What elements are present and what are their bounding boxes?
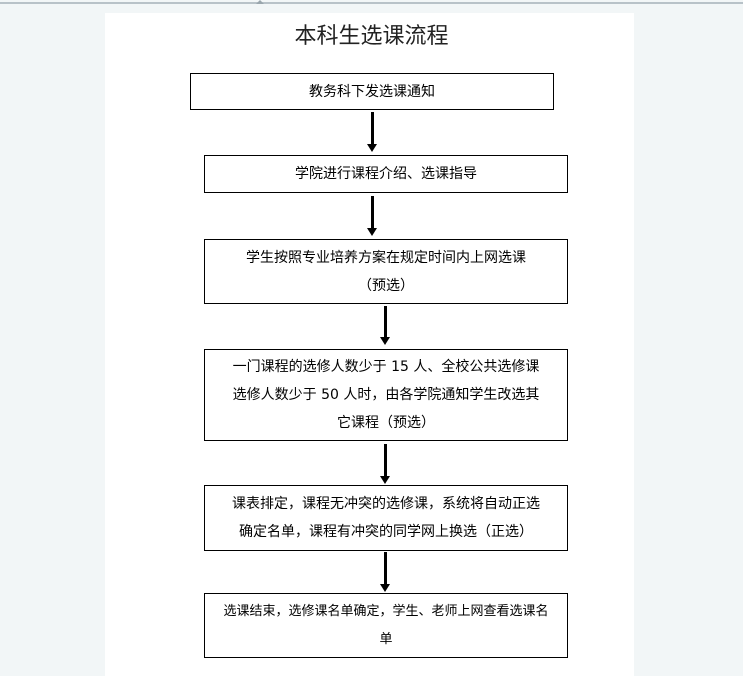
step-text: 选修人数少于 50 人时，由各学院通知学生改选其 [232,387,540,403]
scroll-up-icon [256,0,264,4]
step-text: （预选） [358,277,414,294]
step-text: 单 [379,631,393,647]
arrow-down-icon [380,552,390,592]
step-text: 选课结束，选修课名单确定，学生、老师上网查看选课名 [223,603,549,619]
arrow-down-icon [380,444,390,484]
flow-step-5: 课表排定，课程无冲突的选修课，系统将自动正选 确定名单，课程有冲突的同学网上换选… [204,485,568,551]
flow-step-3: 学生按照专业培养方案在规定时间内上网选课 （预选） [204,239,568,304]
step-text: 学院进行课程介绍、选课指导 [295,166,477,182]
arrow-down-icon [380,306,390,345]
top-border [0,2,743,4]
arrow-down-icon [367,196,377,236]
flow-step-2: 学院进行课程介绍、选课指导 [204,155,568,193]
step-text: 学生按照专业培养方案在规定时间内上网选课 [246,249,526,266]
flow-step-1: 教务科下发选课通知 [190,73,554,110]
step-text: 确定名单，课程有冲突的同学网上换选（正选） [239,524,533,540]
page-title: 本科生选课流程 [294,24,449,49]
flow-step-4: 一门课程的选修人数少于 15 人、全校公共选修课 选修人数少于 50 人时，由各… [204,349,568,441]
arrow-down-icon [367,112,377,152]
content-panel [105,13,634,676]
step-text: 教务科下发选课通知 [309,83,435,100]
step-text: 它课程（预选） [337,415,435,431]
step-text: 一门课程的选修人数少于 15 人、全校公共选修课 [232,359,540,375]
flow-step-6: 选课结束，选修课名单确定，学生、老师上网查看选课名 单 [204,593,568,658]
step-text: 课表排定，课程无冲突的选修课，系统将自动正选 [232,496,540,512]
